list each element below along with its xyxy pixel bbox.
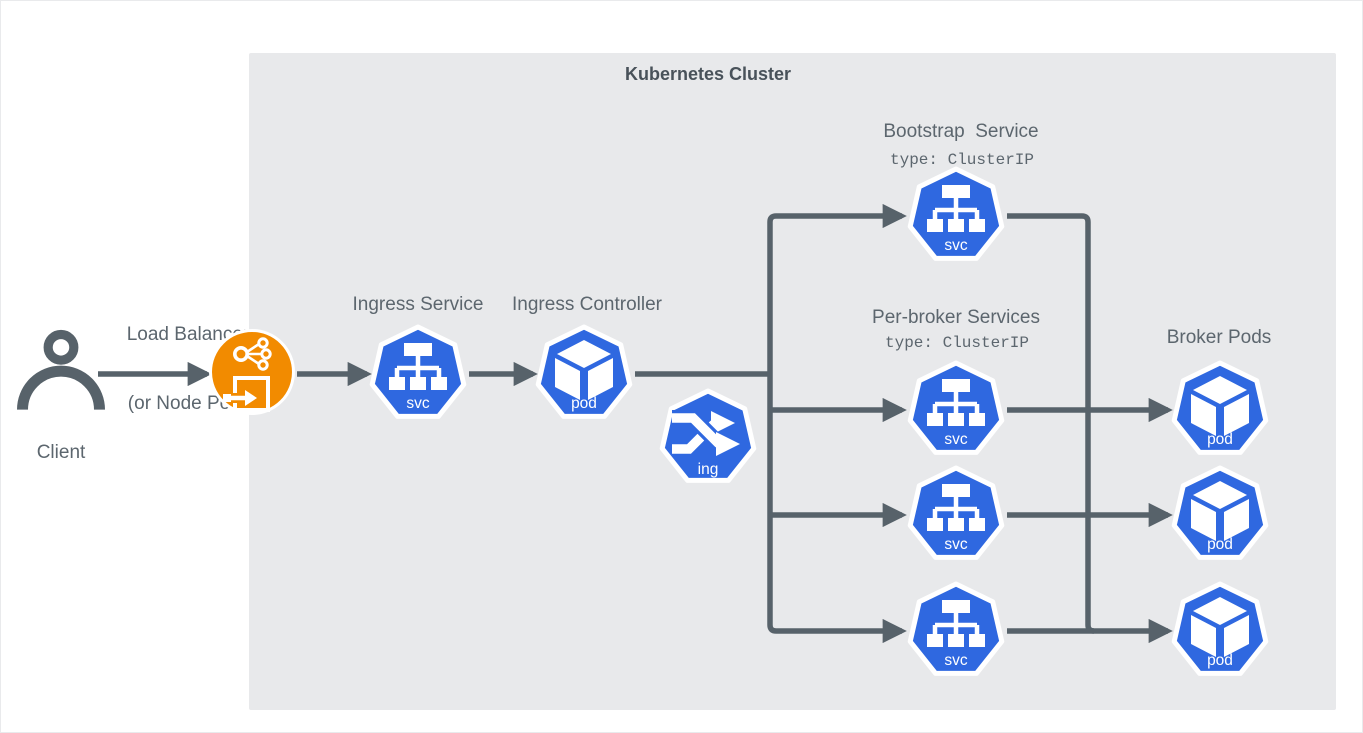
svc-badge: svc [406, 395, 430, 412]
arrow-branch-to-bootstrap-service [767, 203, 907, 374]
broker-pods-label: Broker Pods [1166, 327, 1272, 348]
per-broker-svc-2-heptagon-icon: svc [907, 465, 1005, 560]
svc-badge: svc [944, 536, 968, 553]
line-bootstrap-down-to-bottom-row [1007, 213, 1095, 634]
client-person-icon [17, 329, 105, 410]
bootstrap-svc-heptagon-icon: svc [907, 166, 1005, 261]
pod-badge: pod [571, 395, 597, 412]
ingress-service-svc-heptagon-icon: svc [369, 324, 467, 419]
share-network-icon [232, 337, 272, 371]
pod-badge: pod [1207, 652, 1233, 669]
broker-pod-3-heptagon-icon: pod [1171, 581, 1269, 676]
load-balancer-icon [209, 329, 295, 415]
load-balancer-glyphs [223, 337, 272, 412]
ing-badge: ing [698, 461, 719, 478]
per-broker-services-type: type: ClusterIP [884, 334, 1030, 352]
ingress-resource-ing-heptagon-icon: ing [659, 388, 757, 483]
per-broker-services-label: Per-broker Services [872, 307, 1040, 328]
client-label: Client [36, 442, 86, 463]
pod-badge: pod [1207, 536, 1233, 553]
svc-badge: svc [944, 431, 968, 448]
bootstrap-service-type: type: ClusterIP [889, 151, 1035, 169]
svc-badge: svc [944, 237, 968, 254]
per-broker-svc-3-heptagon-icon: svc [907, 581, 1005, 676]
broker-pod-1-heptagon-icon: pod [1171, 360, 1269, 455]
svc-badge: svc [944, 652, 968, 669]
pod-badge: pod [1207, 431, 1233, 448]
bootstrap-service-label: Bootstrap Service [883, 121, 1039, 142]
cluster-title: Kubernetes Cluster [624, 64, 792, 84]
ingress-service-label: Ingress Service [352, 294, 484, 315]
box-arrow-icon [223, 376, 270, 412]
arrow-branch-to-per-broker-3 [767, 374, 907, 644]
ingress-controller-label: Ingress Controller [512, 294, 662, 315]
ingress-controller-pod-heptagon-icon: pod [535, 324, 633, 419]
broker-pod-2-heptagon-icon: pod [1171, 465, 1269, 560]
per-broker-svc-1-heptagon-icon: svc [907, 360, 1005, 455]
